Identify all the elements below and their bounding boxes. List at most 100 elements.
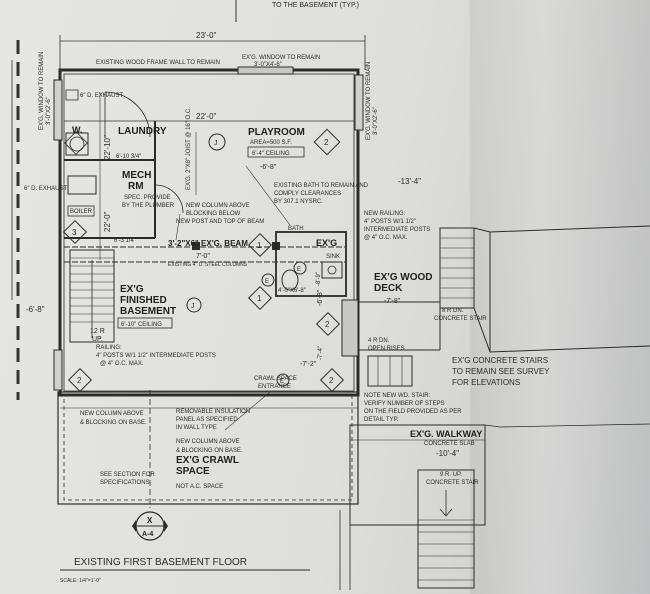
concrete-stairs-1: EX'G CONCRETE STAIRS <box>452 356 548 365</box>
diamond-tag-2b <box>64 131 88 155</box>
mech-spec-2: BY THE PLUMBER <box>122 203 175 209</box>
svg-text:1: 1 <box>257 294 262 303</box>
railing-left-1: RAILING: <box>96 345 122 351</box>
concrete-stair-2: CONCRETE STAIR <box>426 480 479 486</box>
section-marker <box>132 390 168 541</box>
insulation-1: REMOVABLE INSULATION <box>176 409 250 415</box>
deck-elev: -7'-8" <box>384 298 401 305</box>
svg-text:2: 2 <box>329 376 334 385</box>
column-note-1: NEW COLUMN ABOVE <box>186 203 250 209</box>
bath-elev: -8'-9" <box>316 272 322 286</box>
stair-4r-2: OPEN RISES <box>368 346 405 352</box>
exhaust-tag-1 <box>261 273 275 287</box>
playroom-ceiling-box <box>247 146 305 158</box>
stair-12r-2: UP. <box>92 336 103 343</box>
crawl-note: NOT A.C. SPACE <box>176 484 223 490</box>
deck-label-2: DECK <box>374 283 403 294</box>
deck-label-1: EX'G WOOD <box>374 272 433 283</box>
junction-tag-2 <box>186 297 202 313</box>
dim-laundry: 6'-10 3/4" <box>116 154 141 160</box>
dim-left-elev: -6'-8" <box>26 305 45 314</box>
diamond-tag-2d <box>67 367 93 393</box>
crawl-entrance-2: ENTRANCE <box>258 384 291 390</box>
playroom-diagonal-leader <box>245 165 291 226</box>
wall-frame-note: EXISTING WOOD FRAME WALL TO REMAIN <box>96 60 220 66</box>
concrete-stair-label: CONCRETE STAIR <box>434 316 487 322</box>
laundry-label: LAUNDRY <box>118 126 167 137</box>
elev-wall: -7'-4" <box>318 346 324 360</box>
railing-right-3: INTERMEDIATE POSTS <box>364 227 430 233</box>
dim-mech: 6'-3 1/4" <box>114 238 136 244</box>
column-crawl-1: NEW COLUMN ABOVE <box>176 439 240 445</box>
window-top-size: 3'-0"X4'-6" <box>254 62 282 68</box>
finished-label-2: FINISHED <box>120 295 167 306</box>
playroom-label: PLAYROOM <box>248 127 305 138</box>
elev-playroom: -6'-8" <box>260 164 277 171</box>
insulation-3: IN WALL TYPE <box>176 425 217 431</box>
mech-spec-1: SPEC. PROVIDE <box>124 195 171 201</box>
svg-text:E: E <box>265 279 269 285</box>
stair-12r-1: 12 R <box>90 328 105 335</box>
deck-and-stairs-outline <box>341 225 650 387</box>
stair-8r: 8 R DN. <box>442 308 464 314</box>
top-note: TO THE BASEMENT (TYP.) <box>272 2 359 9</box>
railing-right-2: 4" POSTS W/1 1/2" <box>364 219 416 225</box>
window-left-size: 3'-0"X2'-6" <box>46 97 52 125</box>
mech-room-label-2: RM <box>128 181 144 192</box>
diamond-tag-1a <box>247 232 273 258</box>
steel-columns: EXISTING 4" D. STEEL COLUMNS <box>168 262 248 268</box>
svg-text:3: 3 <box>72 228 77 237</box>
beam-dim: 7'-0" <box>196 253 210 260</box>
railing-left-2: 4" POSTS W/1 1/2" INTERMEDIATE POSTS <box>96 353 216 359</box>
svg-text:1: 1 <box>257 241 262 250</box>
laundry-washer-label: W. <box>72 125 83 135</box>
left-margin-marks <box>11 40 20 400</box>
column-below-1: NEW COLUMN ABOVE <box>80 411 144 417</box>
dim-width-top: 23'-0" <box>196 31 217 40</box>
bath-label: EX'G <box>316 238 337 248</box>
insulation-leader <box>224 391 271 431</box>
bath-note-2: COMPLY CLEARANCES <box>274 191 341 197</box>
column-crawl-2: & BLOCKING ON BASE. <box>176 448 243 454</box>
section-top: X <box>147 516 153 525</box>
column-note-3: NEW POST AND TOP OF BEAM <box>176 219 264 225</box>
left-window <box>53 79 63 141</box>
wd-stair-4: DETAIL TYP. <box>364 417 399 423</box>
section-bottom: A-4 <box>142 531 153 538</box>
finished-ceiling-box <box>117 317 173 329</box>
concrete-stairs-3: FOR ELEVATIONS <box>452 378 520 387</box>
drawing-title: EXISTING FIRST BASEMENT FLOOR <box>74 557 247 568</box>
bath-dim: 4'-0"X6'-8" <box>278 288 306 294</box>
svg-text:2: 2 <box>77 376 82 385</box>
column-below-2: & BLOCKING ON BASE. <box>80 420 147 426</box>
finished-ceiling: 6'-10" CEILING <box>121 322 162 328</box>
paper-fold-shadow <box>470 0 650 594</box>
beam-label: 3'-2"X6" EX'G. BEAM <box>168 239 248 248</box>
window-right-note: EX'G. WINDOW TO REMAIN <box>366 62 372 140</box>
diamond-tag-2a <box>313 128 341 156</box>
wd-stair-1: NOTE NEW WD. STAIR: <box>364 393 431 399</box>
crawl-entrance-1: CRAWL SPACE <box>254 376 297 382</box>
basement-stair <box>69 249 115 343</box>
concrete-stairs-2: TO REMAIN SEE SURVEY <box>452 367 550 376</box>
window-top-note: EX'G. WINDOW TO REMAIN <box>242 55 320 61</box>
railing-right-4: @ 4" O.C. MAX. <box>364 235 408 241</box>
scale-note: SCALE: 1/4"=1'-0" <box>60 578 101 584</box>
boiler-unit <box>67 205 95 217</box>
walkway-label: EX'G. WALKWAY <box>410 429 482 439</box>
bath-note-1: EXISTING BATH TO REMAIN AND <box>274 183 369 189</box>
svg-text:2: 2 <box>324 138 329 147</box>
wd-stair-3: ON THE FIELD PROVIDED AS PER <box>364 409 462 415</box>
walkway-outline <box>349 423 650 589</box>
tag-markers: J 2 3 1 1 2 2 2 J E E E <box>62 128 345 393</box>
elev-center: -7'-2" <box>300 361 317 368</box>
finished-label-1: EX'G <box>120 284 144 295</box>
laundry-mech-partitions <box>64 89 184 239</box>
diamond-tag-2e <box>319 367 345 393</box>
svg-text:J: J <box>214 140 218 147</box>
section-note-1: SEE SECTION FOR <box>100 472 155 478</box>
playroom-ceiling: 6'-4" CEILING <box>252 151 290 157</box>
elev-right-wall: -6'-8" <box>317 289 324 306</box>
crawl-space-outline <box>57 391 359 505</box>
